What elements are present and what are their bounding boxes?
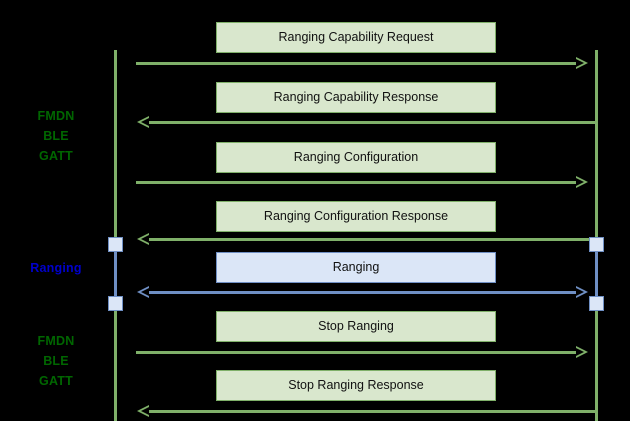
arrow-ranging-configuration [136, 176, 588, 188]
message-box-ranging-capability-response: Ranging Capability Response [216, 82, 496, 113]
arrow-ranging-capability-request [136, 57, 588, 69]
message-box-stop-ranging: Stop Ranging [216, 311, 496, 342]
arrowhead-left-icon [137, 405, 149, 417]
activation-node-left-end [108, 296, 123, 311]
arrow-ranging-capability-response [137, 116, 595, 128]
phase-label-fmdn-ble-gatt-bottom: FMDN BLE GATT [37, 334, 75, 388]
arrowhead-right-icon [576, 57, 588, 69]
message-box-ranging-capability-request: Ranging Capability Request [216, 22, 496, 53]
activation-bar-right [595, 243, 598, 303]
arrowhead-left-icon [137, 233, 149, 245]
arrow-ranging-configuration-response [137, 233, 595, 245]
arrowhead-right-icon [576, 286, 588, 298]
arrowhead-right-icon [576, 346, 588, 358]
activation-node-left-start [108, 237, 123, 252]
phase-label-ranging: Ranging [30, 261, 82, 275]
activation-node-right-end [589, 296, 604, 311]
arrow-stop-ranging [136, 346, 588, 358]
arrowhead-left-icon [137, 286, 149, 298]
message-box-ranging-configuration: Ranging Configuration [216, 142, 496, 173]
arrowhead-right-icon [576, 176, 588, 188]
phase-label-fmdn-ble-gatt-top: FMDN BLE GATT [37, 109, 75, 163]
arrow-ranging-bidirectional [137, 286, 588, 298]
message-box-stop-ranging-response: Stop Ranging Response [216, 370, 496, 401]
activation-bar-left [114, 243, 117, 303]
message-box-ranging: Ranging [216, 252, 496, 283]
lifeline-left [114, 50, 117, 421]
arrowhead-left-icon [137, 116, 149, 128]
message-box-ranging-configuration-response: Ranging Configuration Response [216, 201, 496, 232]
arrow-stop-ranging-response [137, 405, 595, 417]
activation-node-right-start [589, 237, 604, 252]
lifeline-right [595, 50, 598, 421]
